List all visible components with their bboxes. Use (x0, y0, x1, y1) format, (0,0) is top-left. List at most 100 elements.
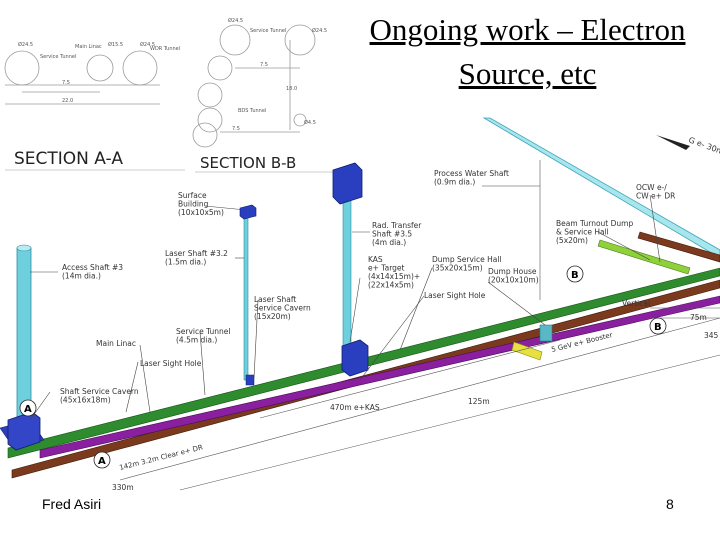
callout-line: (10x10x5m) (178, 208, 224, 217)
callout-line: Building (178, 200, 209, 209)
callout-dim-470: 470m e+KAS (330, 403, 380, 412)
marker-a-left (19, 399, 37, 417)
main-linac-circle (86, 54, 114, 82)
callout-access-shaft: Access Shaft #3(14m dia.) (62, 263, 123, 281)
callout-dim-345: 345 (704, 331, 719, 340)
section-b-b-crosssection (192, 24, 316, 148)
callout-line: Service Tunnel (176, 327, 231, 336)
rad-transfer-shaft (342, 189, 352, 351)
north-arrow-icon (656, 135, 690, 150)
marker-b-lower (649, 317, 667, 335)
laser-shaft-32 (243, 211, 249, 381)
section-b-b-labels: Ø24.5 Ø24.5 Ø4.5 Service Tunnel BDS Tunn… (228, 17, 327, 132)
surface-building (239, 204, 257, 220)
marker-b-upper-label: B (571, 270, 579, 281)
laser-shaft-cavern-block (245, 374, 255, 386)
section-a-a-crosssection (4, 50, 160, 105)
dump-house (539, 324, 553, 342)
callout-line: Access Shaft #3 (62, 263, 123, 272)
wdr-tunnel-circle (122, 50, 158, 86)
callout-north: G e- 30m (687, 135, 720, 156)
callout-line: (4.5m dia.) (176, 336, 217, 345)
section-b-b-heading: SECTION B-B (200, 154, 296, 172)
callout-ocw: OCW e-/CW e+ DR (636, 183, 675, 201)
sb-dim-2: 18.0 (286, 86, 297, 92)
sa-dim-2: Ø15.5 (108, 41, 123, 48)
slide-title-line-2: Source, etc (458, 56, 597, 91)
service-tunnel-circle (4, 50, 40, 86)
buildings (7, 162, 553, 451)
section-a-a-heading: SECTION A-A (14, 149, 123, 169)
callout-laser-sight-hole-lower: Laser Sight Hole (140, 359, 202, 368)
callout-line: (35x20x15m) (432, 264, 483, 273)
sb-tunnel: Service Tunnel (250, 28, 286, 34)
callout-line: Dump House (488, 267, 537, 276)
process-water-pipe (482, 117, 720, 259)
callout-line: (5x20m) (556, 236, 588, 245)
callout-line: (4m dia.) (372, 238, 406, 247)
sb-dim-1: 7.5 (260, 62, 268, 68)
callout-laser-shaft-32: Laser Shaft #3.2(1.5m dia.) (165, 249, 228, 267)
sb-circle-4 (197, 82, 223, 108)
sb-circle-7 (293, 113, 307, 127)
callout-dump-service-hall: Dump Service Hall(35x20x15m) (432, 255, 502, 273)
rad-transfer-building (332, 162, 363, 205)
sb-circle-5 (197, 107, 223, 133)
callout-line: (15x20m) (254, 312, 291, 321)
sa-tunnel-2: Main Linac (75, 44, 102, 50)
callout-line: Laser Shaft #3.2 (165, 249, 228, 258)
yellow-booster (511, 341, 543, 361)
callout-dim-330: 330m (112, 483, 134, 492)
callout-line: (45x16x18m) (60, 396, 111, 405)
section-a-a-labels: Ø24.5 Ø15.5 Ø24.5 Service Tunnel Main Li… (18, 41, 180, 104)
callout-main-linac: Main Linac (96, 339, 136, 348)
callout-line: CW e+ DR (636, 192, 675, 201)
footer-author: Fred Asiri (42, 496, 102, 512)
callout-line: (22x14x5m) (368, 281, 414, 290)
brown-branch (637, 231, 720, 263)
sb-circle-6 (192, 122, 218, 148)
marker-a-bottom-label: A (98, 456, 106, 467)
purple-tunnel (39, 295, 720, 459)
marker-b-lower-label: B (654, 322, 662, 333)
slide-title-line-1: Ongoing work – Electron (369, 12, 686, 47)
callout-line: Dump Service Hall (432, 255, 502, 264)
callout-laser-sight-hole-upper: Laser Sight Hole (424, 291, 486, 300)
callout-service-tunnel: Service Tunnel(4.5m dia.) (176, 327, 231, 345)
marker-b-upper (566, 265, 584, 283)
sb-circle-1 (219, 24, 251, 56)
sb-top-1: Ø24.5 (228, 17, 243, 24)
sa-spacing-2: 22.0 (62, 98, 73, 104)
callout-vertical: Vertical (622, 299, 650, 308)
callout-line: (1.5m dia.) (165, 258, 206, 267)
sa-spacing-1: 7.5 (62, 80, 70, 86)
marker-a-left-label: A (24, 404, 32, 415)
callout-line: (20x10x10m) (488, 276, 539, 285)
callout-line: Rad. Transfer (372, 221, 422, 230)
sb-bds: BDS Tunnel (238, 108, 266, 114)
callout-line: Service Cavern (254, 304, 311, 313)
callout-line: Laser Shaft (254, 295, 296, 304)
callout-process-water: Process Water Shaft(0.9m dia.) (434, 169, 509, 187)
sa-tunnel-1: Service Tunnel (40, 54, 76, 60)
sb-top-3: Ø4.5 (304, 119, 316, 126)
sb-circle-3 (207, 55, 233, 81)
callout-line: e+ Target (368, 264, 405, 273)
callout-line: Shaft Service Cavern (60, 387, 139, 396)
callout-line: KAS (368, 255, 383, 264)
sb-dim-3: 7.5 (232, 126, 240, 132)
section-markers: B B A A (19, 265, 667, 469)
callout-line: Beam Turnout Dump (556, 219, 633, 228)
access-shaft-3 (16, 247, 32, 425)
callout-dim-125: 125m (468, 397, 490, 406)
callout-line: (14m dia.) (62, 272, 101, 281)
sb-top-2: Ø24.5 (312, 27, 327, 34)
callout-line: & Service Hall (556, 228, 609, 237)
